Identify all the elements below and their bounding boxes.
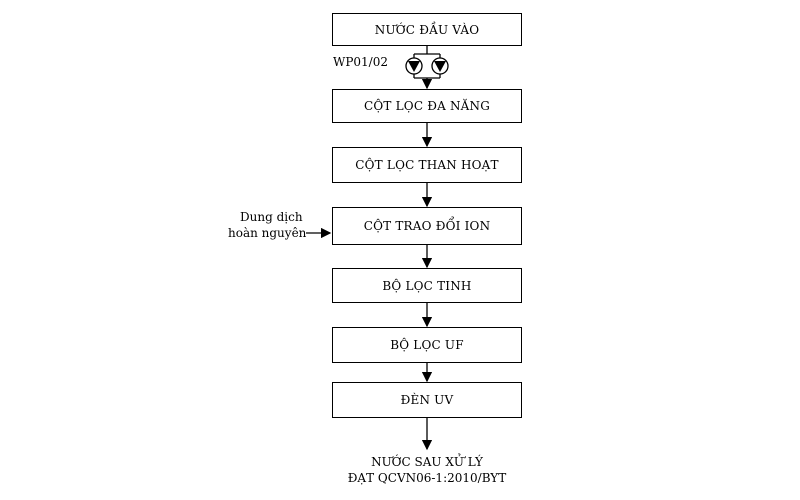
side-input-label-line1: Dung dịch [240,210,303,224]
step-uv-lamp: ĐÈN UV [332,382,522,418]
step-uf-filter: BỘ LỌC UF [332,327,522,363]
step-label: NƯỚC ĐẦU VÀO [374,22,480,37]
step-label: BỘ LỌC TINH [382,278,472,293]
step-label: ĐÈN UV [400,393,454,407]
step-fine-filter: BỘ LỌC TINH [332,268,522,303]
step-label: CỘT LỌC THAN HOẠT [355,158,499,172]
step-multimedia-filter: CỘT LỌC ĐA NĂNG [332,89,522,123]
step-ion-exchange: CỘT TRAO ĐỔI ION [332,207,522,245]
step-label: BỘ LỌC UF [390,338,464,352]
output-label: NƯỚC SAU XỬ LÝ ĐẠT QCVN06-1:2010/BYT [300,454,554,486]
pump-label: WP01/02 [333,55,388,69]
side-input-label-line2: hoàn nguyên [228,226,307,240]
output-line1: NƯỚC SAU XỬ LÝ [371,455,483,469]
pump-icon [405,57,423,75]
step-input-water: NƯỚC ĐẦU VÀO [332,13,522,46]
pump-assembly [405,46,449,90]
pump-icon [431,57,449,75]
output-line2: ĐẠT QCVN06-1:2010/BYT [347,471,507,485]
step-label: CỘT TRAO ĐỔI ION [363,219,491,233]
step-label: CỘT LỌC ĐA NĂNG [363,99,491,113]
step-activated-carbon-filter: CỘT LỌC THAN HOẠT [332,147,522,183]
